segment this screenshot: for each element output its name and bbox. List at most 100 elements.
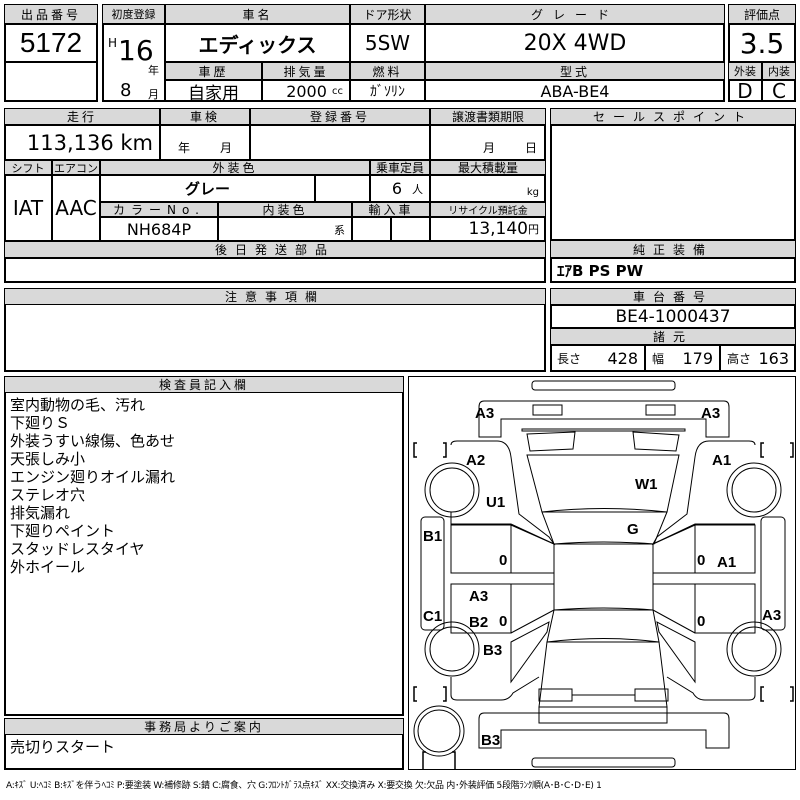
ac-label: エアコン <box>52 160 100 175</box>
inspector-note: 室内動物の毛、汚れ <box>10 396 146 414</box>
reg-year: 16 <box>118 34 154 67</box>
mileage-value: 113,136 km <box>4 125 160 160</box>
sales-point-value <box>550 125 796 240</box>
office-label: 事務局よりご案内 <box>4 718 404 735</box>
mark-right-front-door-a: A1 <box>717 554 736 571</box>
equipment-value: ｴｱB PS PW <box>550 258 796 283</box>
mark-left-skirt: B1 <box>423 528 442 545</box>
mark-left-rear-door-a: A3 <box>469 588 488 605</box>
ext-score-label: 外装 <box>728 62 762 80</box>
ext-color-value: グレー <box>100 175 315 202</box>
inspector-note: 下廻りＳ <box>10 414 71 432</box>
front-bumper <box>478 400 730 438</box>
score-value: 3.5 <box>728 24 796 62</box>
first-reg-value <box>102 24 165 102</box>
capacity-label: 乗車定員 <box>370 160 430 175</box>
max-load-value: kg <box>430 175 546 202</box>
ac-value: AAC <box>52 175 100 241</box>
reg-month: 8 <box>120 80 132 101</box>
int-score: C <box>762 80 796 102</box>
car-name-label: 車名 <box>165 4 350 24</box>
mark-fender-u: U1 <box>486 494 505 511</box>
inspector-note: スタッドレスタイヤ <box>10 540 145 558</box>
history-label: 車歴 <box>165 62 262 80</box>
roof <box>553 543 654 611</box>
right-door-lines <box>652 524 755 634</box>
rear-glass <box>546 607 660 643</box>
lot-blank <box>4 62 98 102</box>
inspector-note: 天張しみ小 <box>10 450 86 468</box>
front-left-fender <box>450 440 556 546</box>
model-label: 型式 <box>425 62 725 80</box>
inspection-label: 車検 <box>160 108 250 125</box>
displacement-number: 2000 <box>286 81 327 101</box>
mileage-label: 走行 <box>4 108 160 125</box>
fuel-label: 燃料 <box>350 62 425 80</box>
import-label: 輸入車 <box>352 202 430 217</box>
transfer-month-unit: 月 <box>482 141 495 155</box>
inspector-note: 下廻りペイント <box>10 522 116 540</box>
mark-front-bumper-left: A3 <box>475 405 494 422</box>
inspection-month-unit: 月 <box>220 141 233 155</box>
mark-front-bumper-right: A3 <box>701 405 720 422</box>
caution-label: 注意事項欄 <box>4 288 546 305</box>
transfer-value: 月日 <box>430 125 546 160</box>
width-value: 179 <box>682 349 713 368</box>
history-value: 自家用 <box>165 80 262 102</box>
mark-rear-bumper: B3 <box>481 732 500 749</box>
transfer-day-unit: 日 <box>524 141 537 155</box>
mark-left-quarter: B3 <box>483 642 502 659</box>
shift-value: IAT <box>4 175 52 241</box>
width-label: 幅 <box>652 352 665 366</box>
reg-no-label: 登録番号 <box>250 108 430 125</box>
cowl <box>521 428 686 432</box>
grade-value: 20X 4WD <box>425 24 725 62</box>
door-value: 5SW <box>350 24 425 62</box>
lot-label: 出品番号 <box>4 4 98 24</box>
score-label: 評価点 <box>728 4 796 24</box>
height-value: 163 <box>758 349 789 368</box>
ext-color-extra <box>315 175 370 202</box>
sales-point-label: セールスポイント <box>550 108 796 125</box>
width-cell: 幅 179 <box>645 345 720 372</box>
mark-left-skirt-c: C1 <box>423 608 442 625</box>
inspector-label: 検査員記入欄 <box>4 376 404 393</box>
color-no-label: カラーNo. <box>100 202 218 217</box>
rear-quarter-windows <box>510 621 696 684</box>
fuel-value: ｶﾞｿﾘﾝ <box>350 80 425 102</box>
mark-front-left-fender: A2 <box>466 452 485 469</box>
inspector-note: 外ホイール <box>10 558 86 576</box>
inspector-note: 排気漏れ <box>10 504 71 522</box>
grade-label: グレード <box>425 4 725 24</box>
chassis-number: BE4-1000437 <box>550 305 796 328</box>
recycle-amount: 13,140 <box>468 219 528 239</box>
month-unit: 月 <box>148 88 159 101</box>
int-color-value: 系 <box>218 217 352 241</box>
headlights <box>526 431 680 452</box>
ext-score: D <box>728 80 762 102</box>
rear-panel <box>538 706 668 724</box>
length-value: 428 <box>607 349 638 368</box>
door-label: ドア形状 <box>350 4 425 24</box>
inspector-note: 外装うすい線傷、色あせ <box>10 432 176 450</box>
displacement-value: 2000 cc <box>262 80 350 102</box>
displacement-unit: cc <box>332 85 343 97</box>
mark-front-right-fender: A1 <box>712 452 731 469</box>
inspection-year-unit: 年 <box>177 141 190 155</box>
mark-hood: W1 <box>635 476 658 493</box>
brackets <box>413 442 794 769</box>
ext-color-label: 外装色 <box>100 160 370 175</box>
int-score-label: 内装 <box>762 62 796 80</box>
recycle-unit: 円 <box>528 223 539 236</box>
fog-left <box>532 404 563 416</box>
recycle-label: リサイクル預託金 <box>430 202 546 217</box>
displacement-label: 排気量 <box>262 62 350 80</box>
mark-left-rear-door-b: B2 <box>469 614 488 631</box>
equipment-label: 純正装備 <box>550 240 796 258</box>
mark-left-front-door: 0 <box>499 552 507 569</box>
rear-bar <box>531 757 676 768</box>
mark-right-front-door: 0 <box>697 552 705 569</box>
